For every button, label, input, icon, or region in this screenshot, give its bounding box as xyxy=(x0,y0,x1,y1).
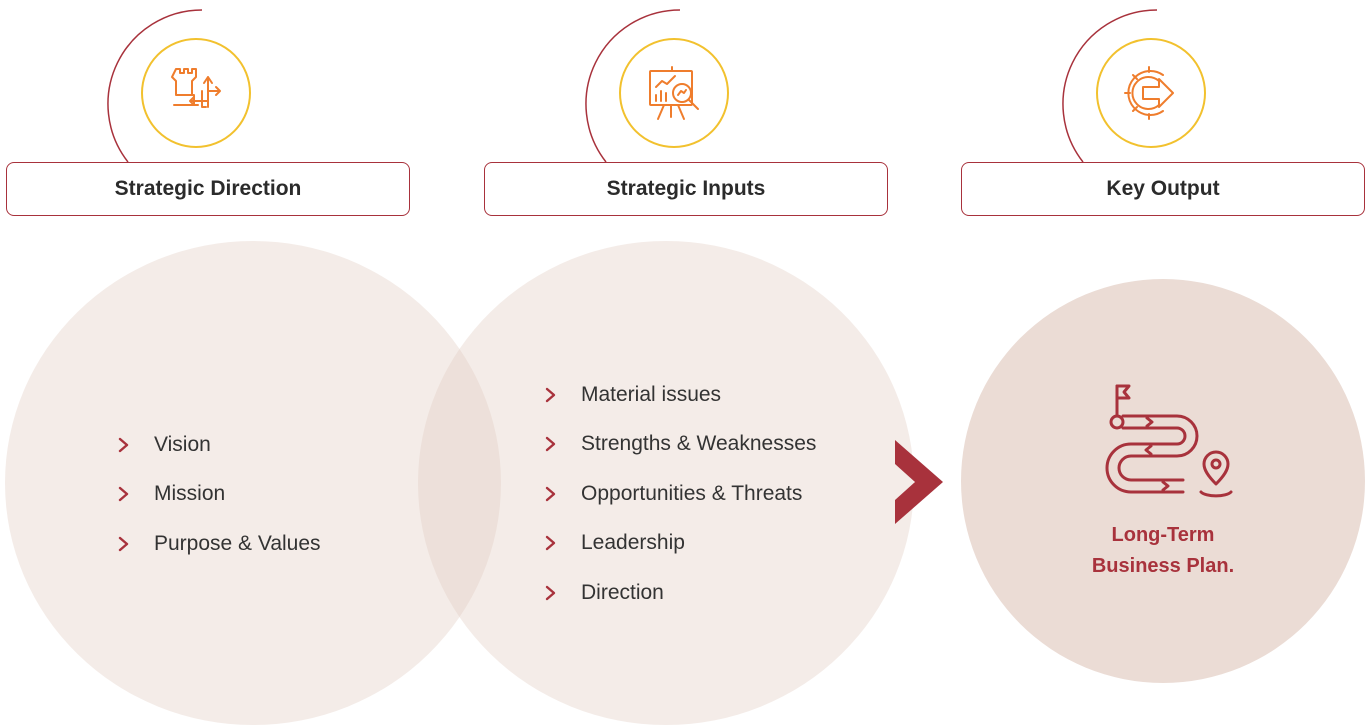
list-item-text: Leadership xyxy=(581,531,685,555)
list-item: Direction xyxy=(545,568,816,618)
list-item: Material issues xyxy=(545,370,816,420)
list-item-text: Mission xyxy=(154,482,226,506)
presentation-analysis-icon xyxy=(649,66,699,120)
chevron-right-icon xyxy=(545,535,581,551)
strategy-chess-icon-ring xyxy=(141,38,251,148)
list-item: Mission xyxy=(118,470,321,520)
roadmap-flag-icon xyxy=(1105,384,1233,498)
gear-output-icon xyxy=(1124,66,1174,120)
key-output-label: Key Output xyxy=(961,162,1365,216)
strategic-inputs-label: Strategic Inputs xyxy=(484,162,888,216)
output-title-line2: Business Plan. xyxy=(1091,555,1235,577)
list-item-text: Direction xyxy=(581,580,664,604)
list-item: Purpose & Values xyxy=(118,519,321,569)
inputs-list: Material issues Strengths & Weaknesses O… xyxy=(545,370,816,618)
chevron-right-icon xyxy=(545,436,581,452)
inputs-circle xyxy=(418,241,914,725)
chevron-right-icon xyxy=(545,387,581,403)
direction-list: Vision Mission Purpose & Values xyxy=(118,420,321,569)
gear-output-icon-ring xyxy=(1096,38,1206,148)
flow-arrow-icon xyxy=(895,440,943,524)
list-item: Leadership xyxy=(545,519,816,569)
decorative-arc xyxy=(585,9,681,163)
strategy-chess-icon xyxy=(171,68,221,108)
strategic-direction-label: Strategic Direction xyxy=(6,162,410,216)
list-item: Opportunities & Threats xyxy=(545,469,816,519)
output-title-line1: Long-Term xyxy=(1111,524,1215,546)
chevron-right-icon xyxy=(545,585,581,601)
key-output-title: Key Output xyxy=(1106,177,1220,200)
list-item: Vision xyxy=(118,420,321,470)
column-strategic-inputs: Strategic Inputs xyxy=(484,0,888,216)
list-item-text: Opportunities & Threats xyxy=(581,481,803,505)
decorative-arc xyxy=(107,9,203,163)
column-key-output: Key Output xyxy=(961,0,1365,216)
chevron-right-icon xyxy=(118,486,154,502)
strategic-inputs-title: Strategic Inputs xyxy=(606,177,766,200)
list-item: Strengths & Weaknesses xyxy=(545,420,816,470)
list-item-text: Material issues xyxy=(581,382,722,406)
chevron-right-icon xyxy=(545,486,581,502)
decorative-arc xyxy=(1062,9,1158,163)
output-title: Long-Term Business Plan. xyxy=(1061,520,1265,582)
chevron-right-icon xyxy=(118,437,154,453)
column-strategic-direction: Strategic Direction xyxy=(6,0,410,216)
list-item-text: Purpose & Values xyxy=(154,531,321,555)
presentation-analysis-icon-ring xyxy=(619,38,729,148)
list-item-text: Strengths & Weaknesses xyxy=(581,432,817,456)
strategic-direction-title: Strategic Direction xyxy=(114,177,302,200)
chevron-right-icon xyxy=(118,536,154,552)
direction-circle xyxy=(5,241,501,725)
list-item-text: Vision xyxy=(154,432,211,456)
